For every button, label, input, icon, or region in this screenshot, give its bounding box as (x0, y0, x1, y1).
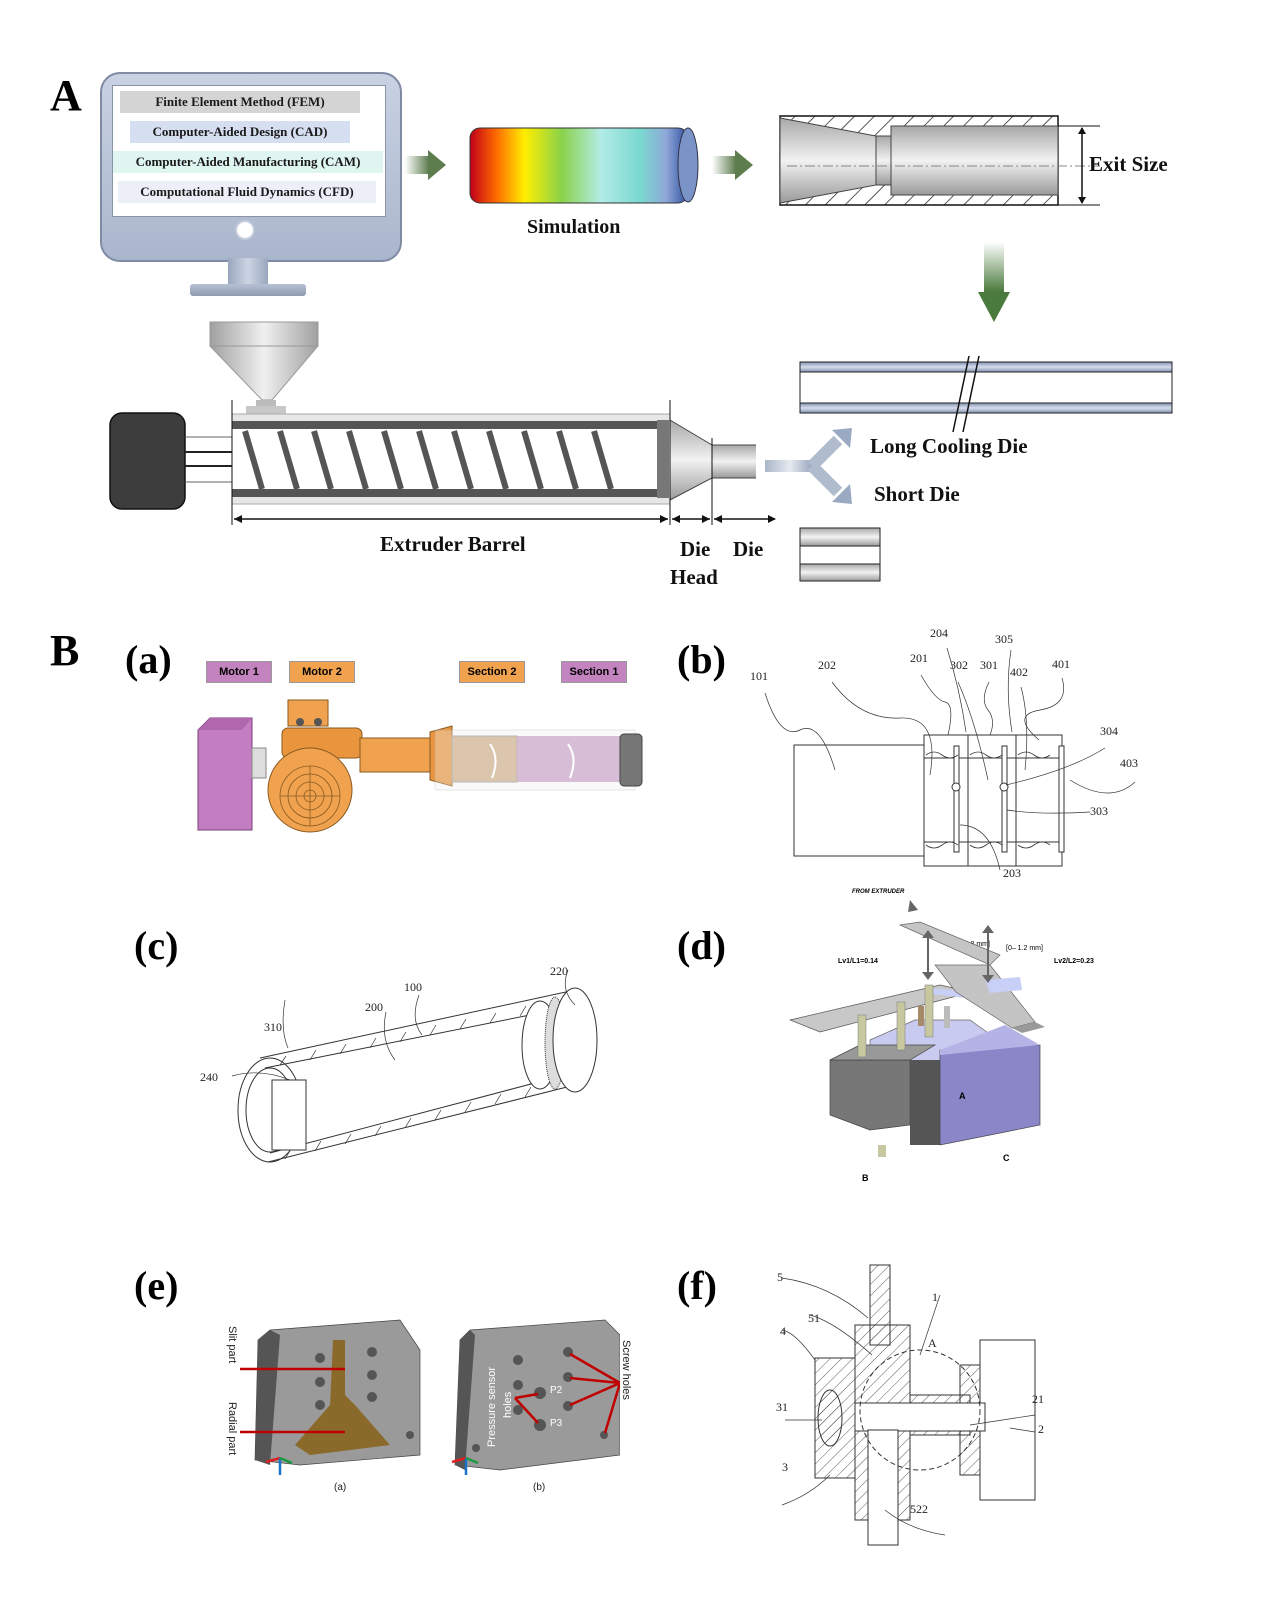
power-button-icon (235, 220, 255, 240)
radial-part-label: Radial part (226, 1402, 238, 1456)
short-die-label: Short Die (874, 482, 960, 506)
sub-f-letter: (f) (677, 1263, 717, 1308)
callout-305: 305 (995, 632, 1013, 646)
screw-holes-label: Screw holes (620, 1340, 632, 1400)
gap-range-2: [0– 1.2 mm] (1006, 945, 1043, 952)
slit-part-label: Slit part (226, 1326, 238, 1364)
block-label-c: C (1003, 1153, 1010, 1163)
monitor-base (190, 284, 306, 296)
twin-motor-extruder-drawing (197, 699, 643, 833)
long-cooling-die (799, 355, 1173, 433)
long-cooling-die-label: Long Cooling Die (870, 434, 1028, 458)
extruder-barrel-label: Extruder Barrel (380, 532, 526, 556)
monitor-item-cfd: Computational Fluid Dynamics (CFD) (118, 181, 376, 203)
callout-220: 220 (550, 964, 568, 978)
callout-301: 301 (980, 658, 998, 672)
ratio-label-1: Lv1/L1=0.14 (838, 958, 878, 965)
die-label: Die (733, 537, 764, 561)
panel-a-letter: A (50, 71, 82, 120)
simulation-label: Simulation (527, 216, 621, 238)
exit-size-label: Exit Size (1089, 152, 1168, 176)
simulation-cylinder (469, 127, 699, 204)
callout-310: 310 (264, 1020, 282, 1034)
extruder-machine (109, 321, 776, 525)
die-halves-drawing (240, 1319, 620, 1475)
callout-304: 304 (1100, 724, 1118, 738)
sub-a-letter: (a) (125, 637, 172, 682)
panel-a-graphics (109, 115, 1173, 582)
callout-21: 21 (1032, 1392, 1044, 1406)
sub-d-letter: (d) (677, 923, 726, 968)
sub-e-letter: (e) (134, 1263, 179, 1308)
sub-b-letter: (b) (677, 637, 726, 682)
die-head-label-line1: Die (680, 537, 711, 561)
callout-31: 31 (776, 1400, 788, 1414)
callout-1: 1 (932, 1290, 938, 1304)
callout-51: 51 (808, 1311, 820, 1325)
callout-101: 101 (750, 669, 768, 683)
callout-522: 522 (910, 1502, 928, 1516)
caption-a: (a) (334, 1482, 347, 1493)
callout-401: 401 (1052, 657, 1070, 671)
sub-c-letter: (c) (134, 923, 179, 968)
callout-303: 303 (1090, 804, 1108, 818)
callout-5: 5 (777, 1270, 783, 1284)
label-motor-1: Motor 1 (206, 661, 272, 683)
arrow-right-icon-2 (712, 150, 753, 180)
die-cross-section (779, 115, 1100, 206)
label-section-2: Section 2 (459, 661, 525, 683)
label-section-1: Section 1 (561, 661, 627, 683)
callout-3: 3 (782, 1460, 788, 1474)
callout-202: 202 (818, 658, 836, 672)
callout-200: 200 (365, 1000, 383, 1014)
callout-240: 240 (200, 1070, 218, 1084)
callout-201: 201 (910, 651, 928, 665)
p3-label: P3 (550, 1418, 563, 1429)
monitor-stand (228, 258, 268, 286)
monitor-item-cad: Computer-Aided Design (CAD) (130, 121, 350, 143)
block-label-b: B (862, 1173, 869, 1183)
patent-drawing-c (231, 969, 598, 1163)
callout-100: 100 (404, 980, 422, 994)
patent-drawing-b (764, 647, 1136, 871)
pressure-sensor-label-line1: Pressure sensor (486, 1366, 498, 1447)
callout-2: 2 (1038, 1422, 1044, 1436)
patent-drawing-f (781, 1264, 1036, 1546)
callout-403: 403 (1120, 756, 1138, 770)
die-head-label-line2: Head (670, 565, 718, 589)
block-label-a: A (959, 1091, 966, 1101)
ratio-label-2: Lv2/L2=0.23 (1054, 958, 1094, 965)
callout-a: A (928, 1336, 937, 1350)
slit-die-drawing (788, 900, 1045, 1157)
p2-label: P2 (550, 1385, 563, 1396)
arrow-down-icon (978, 242, 1010, 322)
callout-402: 402 (1010, 665, 1028, 679)
caption-b: (b) (533, 1482, 546, 1493)
arrow-right-icon-1 (405, 150, 446, 180)
callout-204: 204 (930, 626, 948, 640)
callout-302: 302 (950, 658, 968, 672)
pressure-sensor-label-line2: holes (502, 1391, 514, 1418)
from-extruder-label: FROM EXTRUDER (852, 889, 905, 895)
split-arrow-icon (765, 428, 852, 504)
short-die (799, 527, 881, 582)
label-motor-2: Motor 2 (289, 661, 355, 683)
monitor-item-cam: Computer-Aided Manufacturing (CAM) (113, 151, 383, 173)
callout-203: 203 (1003, 866, 1021, 880)
panel-b-letter: B (50, 626, 80, 675)
callout-4: 4 (780, 1324, 786, 1338)
monitor-item-fem: Finite Element Method (FEM) (120, 91, 360, 113)
